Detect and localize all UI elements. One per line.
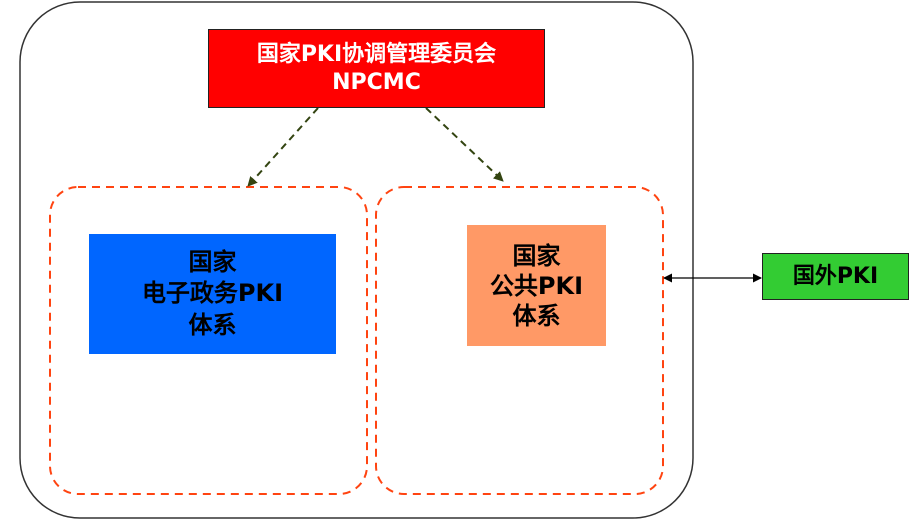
arrow-to-egov-domain [247, 107, 319, 187]
egov-pki-line1: 国家 [188, 248, 237, 277]
outer-boundary [19, 1, 694, 519]
egov-domain-boundary [49, 186, 368, 495]
egov-pki-line3: 体系 [188, 310, 237, 339]
public-pki-box: 国家 公共PKI 体系 [467, 225, 606, 346]
public-pki-line2: 公共PKI [489, 271, 584, 300]
npcmc-abbr: NPCMC [332, 69, 421, 95]
arrow-to-public-domain [425, 107, 504, 182]
egov-pki-box: 国家 电子政务PKI 体系 [89, 234, 336, 354]
npcmc-title: 国家PKI协调管理委员会 [256, 42, 497, 67]
foreign-pki-label: 国外PKI [792, 263, 879, 289]
npcmc-box: 国家PKI协调管理委员会 NPCMC [208, 29, 545, 108]
public-domain-boundary [375, 186, 664, 495]
egov-pki-line2: 电子政务PKI [141, 279, 284, 308]
public-pki-line1: 国家 [512, 241, 561, 270]
foreign-pki-box: 国外PKI [762, 253, 909, 300]
public-pki-line3: 体系 [512, 301, 561, 330]
